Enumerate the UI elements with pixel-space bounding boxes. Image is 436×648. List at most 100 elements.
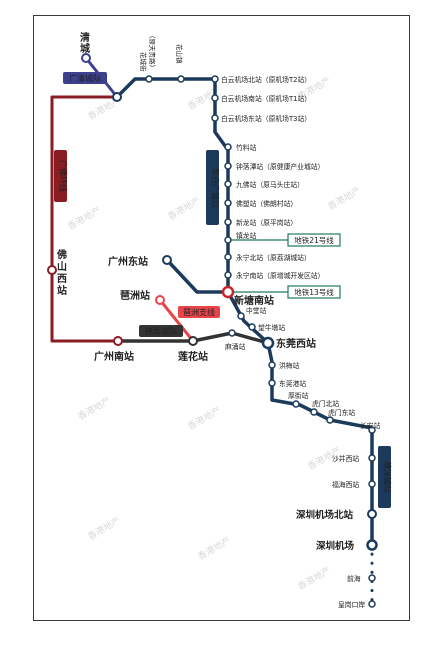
label-zhuliao: 竹料站 [236, 143, 257, 152]
label-huashan: 花山镇 [175, 44, 184, 64]
label-fuhai-west: 福海西站 [332, 480, 359, 489]
label-guangzhou-south: 广州南站 [94, 350, 134, 363]
metro-line13-tag: 地铁13号线 [294, 287, 334, 297]
station-jiufo [224, 180, 232, 188]
station-zhongtang [237, 312, 245, 320]
station-baiyun-east [211, 114, 219, 122]
label-shenzhen-airport-north: 深圳机场北站 [296, 509, 354, 521]
station-huashan [177, 75, 185, 83]
station-zhonglu [224, 162, 232, 170]
label-pazhou: 琶洲站 [120, 289, 150, 302]
station-yongning-south [224, 271, 232, 279]
label-dongguan-port: 东莞港站 [279, 379, 306, 388]
label-foshan-west: 佛山西站 [56, 248, 67, 297]
label-yongning-south: 永宁南站（原增城开发区站） [236, 271, 324, 280]
station-qianhai [368, 574, 376, 582]
station-lianhua [188, 336, 198, 346]
label-shajing-west: 沙井西站 [332, 454, 359, 463]
station-humen-east [326, 416, 334, 424]
label-shenzhen-airport: 深圳机场 [316, 540, 355, 552]
map-frame [33, 15, 410, 621]
label-zhonglu: 钟落潭站（原健康产业城站） [236, 162, 324, 171]
label-huadu-note: （原天贵路） [148, 32, 157, 71]
metro-tags: 地铁21号线 地铁13号线 [228, 233, 341, 299]
station-junction-north [112, 92, 122, 102]
station-dongguan-port [268, 379, 276, 387]
svg-text:香港地产: 香港地产 [326, 184, 363, 212]
foguan-label: 佛莞城际 [145, 326, 177, 336]
station-pazhou [155, 295, 165, 305]
pazhou-branch-line [158, 298, 195, 343]
label-houjie: 厚街站 [288, 391, 309, 400]
station-shenzhen-airport-north [367, 509, 377, 519]
svg-text:香港地产: 香港地产 [166, 194, 203, 222]
station-zhuliao [224, 143, 232, 151]
label-yongning-north: 永宁北站（原荔湖城站） [236, 253, 311, 262]
station-machong [228, 329, 236, 337]
label-dongguan-west: 东莞西站 [276, 337, 316, 350]
svg-text:香港地产: 香港地产 [66, 204, 103, 232]
svg-text:香港地产: 香港地产 [86, 514, 123, 542]
svg-text:香港地产: 香港地产 [196, 534, 233, 562]
station-guangzhou-south [113, 336, 123, 346]
label-xinlong: 新龙站（原平岗站） [236, 218, 297, 227]
label-guangzhou-east: 广州东站 [108, 255, 148, 268]
station-xintang-south [221, 285, 235, 299]
station-foshan-west [47, 265, 57, 275]
station-dongguan-west [261, 336, 275, 350]
metro-line21-tag: 地铁21号线 [294, 235, 334, 245]
label-machong: 麻涌站 [225, 342, 246, 351]
station-fuhai-west [368, 480, 376, 488]
svg-text:香港地产: 香港地产 [186, 404, 223, 432]
guangqing-label: 广清城际 [69, 73, 101, 83]
label-hongmei: 洪梅站 [279, 361, 300, 370]
station-qingcheng [81, 53, 91, 63]
guangzhou-east-line [165, 258, 230, 294]
station-shajing-west [368, 454, 376, 462]
label-humen-east: 虎门东站 [328, 408, 355, 417]
label-baiyun-south: 白云机场南站（原机场T1站） [221, 94, 311, 103]
station-shenzhen-airport [366, 539, 378, 551]
svg-text:香港地产: 香港地产 [76, 394, 113, 422]
minor-stations [145, 75, 376, 608]
station-humen-north [310, 408, 318, 416]
station-baiyun-north [211, 75, 219, 83]
label-baiyun-north: 白云机场北站（原机场T2站） [221, 75, 311, 84]
label-xintang-south: 新塘南站 [234, 294, 274, 307]
label-wangniudun: 望牛墩站 [258, 323, 285, 332]
guangfo-ring-label: 广佛环线 [59, 160, 69, 192]
suishen-label: 穗深城际 [383, 461, 393, 493]
label-zhongtang: 中堂站 [246, 306, 267, 315]
major-stations [47, 53, 378, 551]
label-qingcheng: 清城 [80, 31, 90, 55]
station-labels: 清城 花城街 （原天贵路） 花山镇 白云机场北站（原机场T2站） 白云机场南站（… [56, 31, 381, 609]
label-qianhai: 前海 [347, 574, 361, 583]
station-baiyun-south [211, 94, 219, 102]
station-huanggang [368, 600, 376, 608]
station-yongning-north [224, 253, 232, 261]
svg-text:香港地产: 香港地产 [296, 564, 333, 592]
label-huanggang: 皇岗口岸 [338, 600, 365, 609]
label-humen-north: 虎门北站 [312, 399, 339, 408]
label-changan: 长安站 [360, 421, 381, 430]
station-huadu [145, 75, 153, 83]
label-fotang: 佛塑站（佛朗村站） [236, 199, 297, 208]
label-zhenlong: 镇龙站 [236, 231, 257, 240]
station-hongmei [268, 361, 276, 369]
label-lianhua: 莲花站 [178, 350, 208, 363]
station-houjie [292, 400, 300, 408]
station-changan [368, 426, 376, 434]
line-labels: 广清城际 广佛环线 新白广城际 佛莞城际 琶洲支线 穗深城际 [54, 72, 393, 508]
label-huadu: 花城街 [139, 52, 148, 72]
station-wangniudun [248, 323, 256, 331]
station-xinlong [224, 218, 232, 226]
station-fotang [224, 199, 232, 207]
guangfo-ring-line [50, 95, 120, 343]
station-zhenlong [224, 236, 232, 244]
station-guangzhou-east [162, 255, 172, 265]
pazhou-branch-label: 琶洲支线 [183, 307, 215, 317]
xinbai-guang-label: 新白广城际 [211, 168, 221, 208]
label-baiyun-east: 白云机场东站（原机场T3站） [221, 114, 311, 123]
label-jiufo: 九佛站（原马头庄站） [236, 180, 304, 189]
